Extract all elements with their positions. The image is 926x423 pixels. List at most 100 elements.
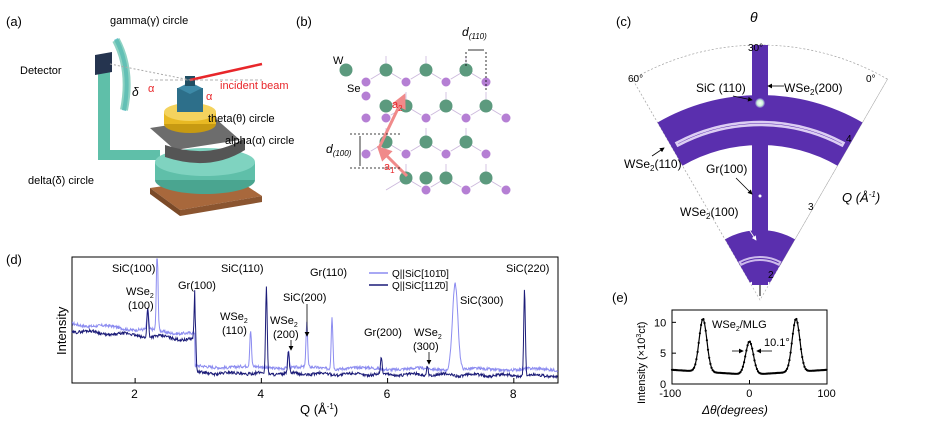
- se-atom: [360, 148, 372, 160]
- q-tick-2: 2: [768, 270, 774, 281]
- gamma-arc-band: [112, 38, 131, 111]
- theta-axis-symbol: θ: [750, 9, 758, 25]
- panel-label-b: (b): [296, 14, 312, 29]
- panel-e-title: WSe2/MLG: [712, 319, 767, 333]
- e-xtick-label: -100: [659, 388, 681, 400]
- e-xtick-label: 0: [746, 388, 752, 400]
- legend-label-1: Q||SiC[101̄0]: [392, 269, 449, 280]
- a2-label: a2: [392, 99, 403, 113]
- d-label-wse2-300-index: (300): [413, 341, 439, 353]
- w-atom: [459, 63, 473, 77]
- w-atom: [379, 63, 393, 77]
- base-plate-side: [150, 188, 180, 216]
- e-ytick-label: 5: [660, 348, 666, 360]
- se-atom: [480, 148, 492, 160]
- e-xtick-label: 100: [817, 388, 835, 400]
- q-tick-3: 3: [808, 202, 814, 213]
- detector-box: [95, 52, 112, 75]
- panel-d-ylabel: Intensity: [54, 306, 69, 355]
- d-label-gr110: Gr(110): [310, 267, 347, 279]
- lattice-atoms: [339, 63, 512, 196]
- gr100-arrow: [735, 177, 753, 195]
- delta-circle-label: delta(δ) circle: [28, 175, 94, 187]
- alpha-circle-label: alpha(α) circle: [225, 135, 294, 147]
- d-xtick-label: 4: [257, 387, 264, 401]
- d110-label: d(110): [462, 25, 487, 41]
- angle-0-label: 0°: [866, 74, 876, 85]
- d-label-wse2-200-index: (200): [273, 329, 299, 341]
- d-label-wse2-110-index: (110): [222, 325, 247, 337]
- w-atom: [419, 63, 433, 77]
- fwhm-label: 10.1°: [764, 337, 790, 349]
- se-atom: [460, 112, 472, 124]
- a2-vector: [377, 93, 406, 149]
- sample-holder: [185, 76, 195, 86]
- se-label: Se: [347, 83, 360, 95]
- wse2-100-ring: [738, 256, 782, 267]
- se-atom: [400, 76, 412, 88]
- delta-arm: [98, 70, 160, 160]
- panel-label-a: (a): [6, 14, 22, 29]
- incident-beam-label: incident beam: [220, 80, 289, 92]
- d-label-sic300: SiC(300): [460, 295, 503, 307]
- d100-label: d(100): [326, 142, 352, 158]
- panel-e-xlabel: Δθ(degrees): [701, 403, 768, 417]
- e-series-line: [671, 317, 827, 375]
- sic110-arrow: [732, 95, 753, 102]
- se-atom: [500, 184, 512, 196]
- se-atom: [360, 112, 372, 124]
- incident-beam-line: [189, 62, 263, 82]
- e-ytick-label: 0: [660, 379, 666, 391]
- alpha-symbol-left: α: [148, 83, 155, 95]
- wse2-110-arrow: [651, 147, 665, 157]
- panel-label-c: (c): [616, 14, 631, 29]
- w-atom-legend: [339, 63, 353, 77]
- panel-label-d: (d): [6, 252, 22, 267]
- d-label-wse2-110: WSe2: [220, 311, 248, 325]
- detector-image: [632, 44, 888, 301]
- detector-outline-dashed-2: [632, 44, 888, 301]
- d-label-gr200: Gr(200): [364, 327, 402, 339]
- base-plate-front: [180, 196, 262, 216]
- d-label-gr100: Gr(100): [178, 280, 216, 292]
- se-atom: [460, 184, 472, 196]
- d-label-wse2-100: WSe2: [126, 286, 154, 300]
- d-label-wse2-200: WSe2: [270, 315, 298, 329]
- d-xtick-label: 6: [384, 387, 391, 401]
- panel-d-radial-scans: (d) Intensity 2 4 6 8 Q (Å-1) Q||SiC[101̄0]…: [6, 252, 559, 417]
- sample-stage-top: [178, 82, 202, 94]
- d-xtick-label: 2: [131, 387, 138, 401]
- angle-60-label: 60°: [628, 74, 643, 85]
- d-xtick-label: 8: [510, 387, 517, 401]
- d-label-sic220: SiC(220): [506, 263, 549, 275]
- d-series-1010: [72, 258, 559, 374]
- w-label: W: [333, 55, 344, 67]
- d-series-1120: [71, 286, 558, 380]
- scatter-beam: [109, 63, 191, 81]
- alpha-circle-arc: [165, 138, 245, 164]
- w-atom: [439, 171, 453, 185]
- wse2-110-label: WSe2(110): [624, 157, 682, 173]
- w-atom: [439, 99, 453, 113]
- theta-circle-label: theta(θ) circle: [208, 113, 275, 125]
- se-atom: [360, 76, 372, 88]
- panel-e-ylabel: Intensity (×103ct): [636, 322, 648, 404]
- se-atom-legend: [360, 90, 372, 102]
- se-atom: [440, 76, 452, 88]
- w-atom: [379, 99, 393, 113]
- legend-label-2: Q||SiC[112̄0]: [392, 281, 448, 292]
- panel-c-detector-image: (c) θ 30° 60° 0° SiC (110) WSe2(200) WSe…: [616, 9, 888, 301]
- panel-d-frame: [71, 256, 559, 384]
- panel-d-ticks: 2 4 6 8: [131, 378, 517, 401]
- q-tick-4: 4: [846, 134, 852, 145]
- panel-d-xlabel: Q (Å-1): [300, 402, 338, 417]
- se-atom: [380, 112, 392, 124]
- w-atom: [419, 171, 433, 185]
- se-atom: [420, 184, 432, 196]
- d-label-wse2-100-index: (100): [128, 300, 154, 312]
- wse2-110-ring: [674, 120, 846, 148]
- gamma-circle-label: gamma(γ) circle: [110, 15, 188, 27]
- detector-vertical-strip: [752, 45, 768, 285]
- a1-vector: [376, 145, 409, 178]
